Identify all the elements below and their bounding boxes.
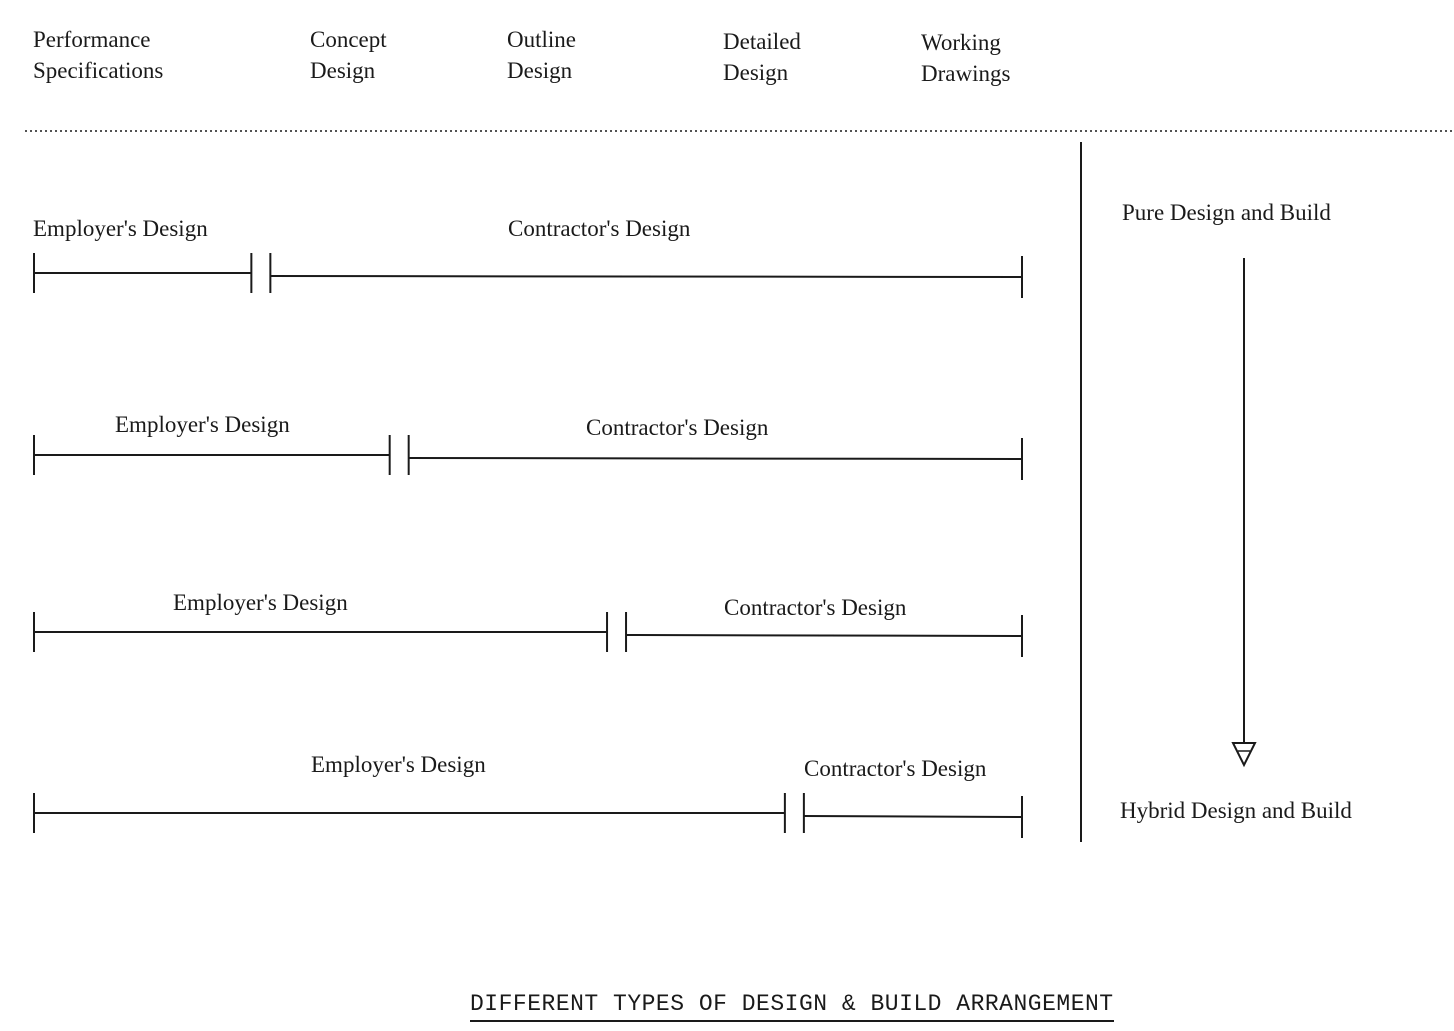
arrangement-bars [33, 253, 1023, 838]
employer-design-label: Employer's Design [311, 752, 486, 777]
stage-label-concept-design: Concept Design [310, 27, 387, 83]
stage-label-performance-specifications: Performance Specifications [33, 27, 164, 83]
employer-design-label: Employer's Design [33, 216, 208, 241]
contractor-design-bar [408, 457, 1023, 460]
hybrid-design-build-label: Hybrid Design and Build [1120, 798, 1352, 823]
contractor-design-label: Contractor's Design [804, 756, 987, 781]
employer-design-label: Employer's Design [173, 590, 348, 615]
contractor-design-bar [803, 815, 1023, 818]
stage-label-detailed-design: Detailed Design [723, 29, 801, 85]
contractor-design-bar [270, 275, 1023, 278]
employer-design-label: Employer's Design [115, 412, 290, 437]
stage-label-outline-design: Outline Design [507, 27, 576, 83]
contractor-design-label: Contractor's Design [586, 415, 769, 440]
stage-label-working-drawings: Working Drawings [921, 30, 1011, 86]
pure-design-build-label: Pure Design and Build [1122, 200, 1331, 225]
contractor-design-label: Contractor's Design [724, 595, 907, 620]
spectrum-arrow-head [1231, 742, 1257, 768]
contractor-design-label: Contractor's Design [508, 216, 691, 241]
contractor-design-bar [626, 634, 1023, 637]
diagram-caption: DIFFERENT TYPES OF DESIGN & BUILD ARRANG… [470, 990, 1114, 1022]
